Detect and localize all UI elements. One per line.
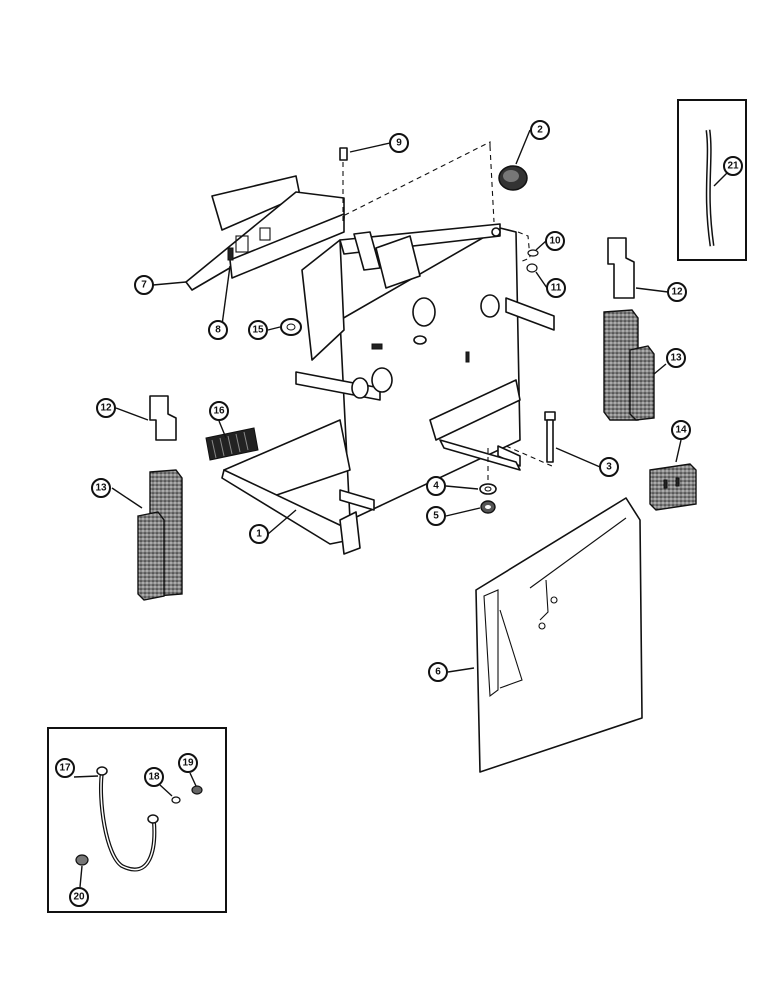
svg-text:13: 13 xyxy=(95,483,107,494)
svg-text:2: 2 xyxy=(537,125,543,136)
side-panel-part-6 xyxy=(475,497,643,773)
main-bracket-frame xyxy=(221,223,555,555)
callout-13-left: 13 xyxy=(91,478,111,498)
washer-nut-part xyxy=(517,231,539,273)
foam-block-part-13-left xyxy=(137,469,183,601)
foam-pad-part-14 xyxy=(649,463,697,511)
svg-text:6: 6 xyxy=(435,667,441,678)
svg-text:19: 19 xyxy=(182,758,194,769)
callout-20: 20 xyxy=(69,887,89,907)
svg-text:12: 12 xyxy=(671,287,683,298)
callout-1: 1 xyxy=(249,524,269,544)
svg-text:14: 14 xyxy=(675,425,687,436)
callout-5: 5 xyxy=(426,506,446,526)
gasket-part-12-left xyxy=(149,395,177,441)
callout-19: 19 xyxy=(178,753,198,773)
callout-10: 10 xyxy=(545,231,565,251)
callout-2: 2 xyxy=(530,120,550,140)
callout-6: 6 xyxy=(428,662,448,682)
nut-part-15 xyxy=(280,318,302,336)
callout-9: 9 xyxy=(389,133,409,153)
callout-4: 4 xyxy=(426,476,446,496)
rubber-strip-part-16 xyxy=(205,427,259,461)
svg-text:9: 9 xyxy=(396,138,402,149)
svg-text:3: 3 xyxy=(606,462,612,473)
inset-box-cable xyxy=(47,727,227,913)
svg-text:8: 8 xyxy=(215,325,221,336)
callout-12-left: 12 xyxy=(96,398,116,418)
callout-15: 15 xyxy=(248,320,268,340)
callout-17: 17 xyxy=(55,758,75,778)
long-bolt-part-3 xyxy=(487,411,556,480)
svg-text:15: 15 xyxy=(252,325,264,336)
callout-18: 18 xyxy=(144,767,164,787)
callout-12-right: 12 xyxy=(667,282,687,302)
svg-text:10: 10 xyxy=(549,236,561,247)
callout-3: 3 xyxy=(599,457,619,477)
grommet-part xyxy=(498,165,528,191)
svg-text:1: 1 xyxy=(256,529,262,540)
top-cover-part xyxy=(185,175,345,291)
callout-7: 7 xyxy=(134,275,154,295)
callout-13-right: 13 xyxy=(666,348,686,368)
svg-text:18: 18 xyxy=(148,772,160,783)
svg-text:13: 13 xyxy=(670,353,682,364)
foam-block-part-13-right xyxy=(603,309,655,421)
svg-text:11: 11 xyxy=(551,283,562,294)
bolt-part-9 xyxy=(339,141,495,223)
svg-text:17: 17 xyxy=(59,763,71,774)
svg-text:21: 21 xyxy=(727,161,739,172)
callout-21: 21 xyxy=(723,156,743,176)
callout-16: 16 xyxy=(209,401,229,421)
callout-14: 14 xyxy=(671,420,691,440)
callout-8: 8 xyxy=(208,320,228,340)
washer-part-4 xyxy=(479,483,497,495)
svg-text:4: 4 xyxy=(433,481,439,492)
svg-text:12: 12 xyxy=(100,403,112,414)
nut-part-5 xyxy=(480,500,496,514)
svg-text:20: 20 xyxy=(73,892,85,903)
svg-text:16: 16 xyxy=(213,406,225,417)
inset-box-21 xyxy=(677,99,747,261)
leader-lines xyxy=(73,129,728,888)
svg-text:7: 7 xyxy=(141,280,147,291)
svg-text:5: 5 xyxy=(433,511,439,522)
callout-11: 11 xyxy=(546,278,566,298)
gasket-part-12-right xyxy=(607,237,635,299)
